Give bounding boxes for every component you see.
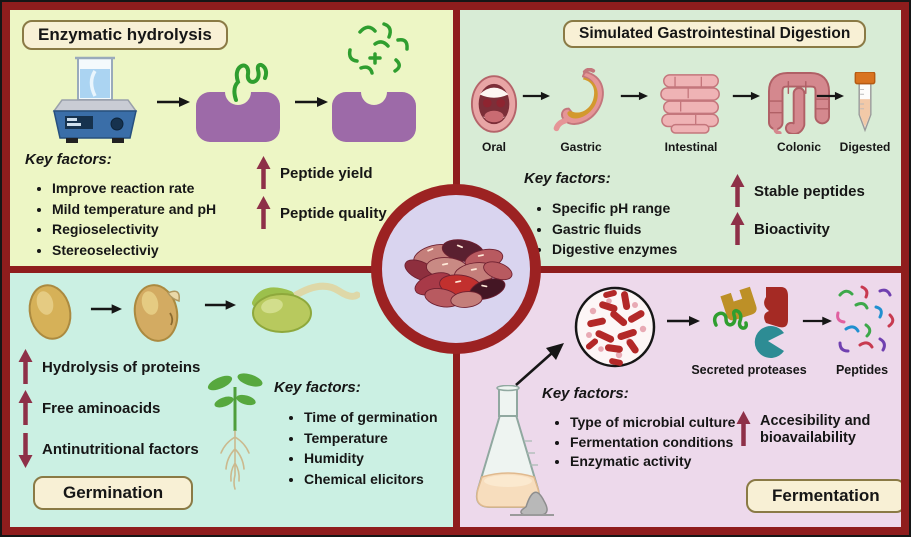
bullet-item: Humidity [304,448,438,469]
enzymatic-key-factors-label: Key factors: [25,151,112,168]
enzymatic-bullet-list: Improve reaction rate Mild temperature a… [34,178,216,260]
proteases-label: Secreted proteases [691,363,807,377]
flow-arrow-icon [157,97,190,107]
enzyme-substrate-icon [196,63,280,142]
intestine-icon [660,74,720,134]
down-arrow-icon [18,433,33,468]
cracked-seed-icon [133,284,181,342]
seed-icon [28,284,72,340]
stage-label: Gastric [560,140,602,154]
flow-arrow-icon [522,91,550,101]
stage-label: Digested [839,140,891,154]
outcome-label: Peptide quality [280,205,387,222]
bullet-item: Fermentation conditions [570,433,738,453]
quadrant-fermentation: Secreted proteases Peptides Key factors [460,273,906,527]
bullet-item: Specific pH range [552,198,677,219]
bullet-item: Temperature [304,428,438,449]
stage-label: Intestinal [664,140,718,154]
bullet-item: Type of microbial culture [570,413,738,433]
up-arrow-icon [256,156,271,189]
fermentation-bullet-list: Type of microbial culture Fermentation c… [552,413,738,472]
up-arrow-icon [256,196,271,229]
digestion-bullet-list: Specific pH range Gastric fluids Digesti… [534,198,677,260]
seedling-icon [207,373,263,490]
center-beans-medallion [371,184,541,354]
colon-icon [768,72,830,134]
outcome-label: Antinutritional factors [42,441,199,458]
outcome-label: Bioactivity [754,221,830,238]
germination-title: Germination [63,483,164,502]
outcome-label: Stable peptides [754,183,865,200]
digestion-key-factors-label: Key factors: [524,170,611,187]
mouth-icon [470,75,518,133]
stage-intestinal: Intestinal [652,58,730,156]
bullet-item: Gastric fluids [552,219,677,240]
outcome-label: Peptide yield [280,165,373,182]
quadrant-gastrointestinal-digestion: Simulated Gastrointestinal Digestion Ora… [460,10,901,266]
outcome-label: Free aminoacids [42,400,161,417]
digestion-title: Simulated Gastrointestinal Digestion [579,25,851,42]
digestion-title-box: Simulated Gastrointestinal Digestion [563,20,867,48]
flow-arrow-icon [667,316,700,326]
up-arrow-icon [730,212,745,245]
quadrant-germination: Hydrolysis of proteins Free aminoacids A… [10,273,453,527]
bullet-item: Time of germination [304,407,438,428]
outcome-label: Hydrolysis of proteins [42,359,201,376]
peptides-scatter-icon [836,285,895,353]
tube-icon [854,72,876,133]
quadrant-enzymatic-hydrolysis: Enzymatic hydrolysis [10,10,453,266]
germination-bullet-list: Time of germination Temperature Humidity… [286,407,438,489]
sprouted-seed-icon [252,282,360,333]
flow-arrow-icon [620,91,648,101]
flow-arrow-icon [732,91,760,101]
outcome-label: Accesibility and bioavailability [760,412,871,446]
germination-title-box: Germination [33,476,194,510]
up-arrow-icon [730,174,745,207]
bullet-item: Regioselectivity [52,219,216,240]
bullet-item: Digestive enzymes [552,239,677,260]
enzymatic-title: Enzymatic hydrolysis [38,25,212,44]
stage-label: Oral [481,140,506,154]
flow-arrow-icon [295,97,328,107]
magnetic-stirrer-icon [52,56,138,143]
bullet-item: Stereoselectiviy [52,240,216,261]
flow-arrow-icon [204,300,236,310]
bacteria-culture-icon [574,286,656,368]
up-arrow-icon [18,390,33,425]
stage-label: Colonic [777,140,821,154]
stage-colonic: Colonic [760,58,838,156]
diagonal-arrow-icon [515,343,564,386]
enzyme-peptides-icon [332,22,416,142]
peptides-label: Peptides [835,363,889,377]
up-arrow-icon [736,411,751,446]
stomach-icon [553,68,604,132]
kidney-beans-icon [404,239,513,308]
up-arrow-icon [18,349,33,384]
enzymatic-title-box: Enzymatic hydrolysis [22,20,228,50]
stage-gastric: Gastric [546,58,616,156]
bullet-item: Mild temperature and pH [52,199,216,220]
stage-digested: Digested [834,58,896,156]
bullet-item: Improve reaction rate [52,178,216,199]
germination-key-factors-label: Key factors: [274,379,361,396]
bullet-item: Chemical elicitors [304,469,438,490]
stage-oral: Oral [464,58,524,156]
fermentation-key-factors-label: Key factors: [542,385,629,402]
flow-arrow-icon [90,304,122,314]
proteases-icon [712,286,788,358]
flask-icon [475,385,554,516]
flow-arrow-icon [816,91,844,101]
flow-arrow-icon [802,316,832,326]
bullet-item: Enzymatic activity [570,452,738,472]
fermentation-title: Fermentation [772,486,880,505]
fermentation-title-box: Fermentation [746,479,906,513]
